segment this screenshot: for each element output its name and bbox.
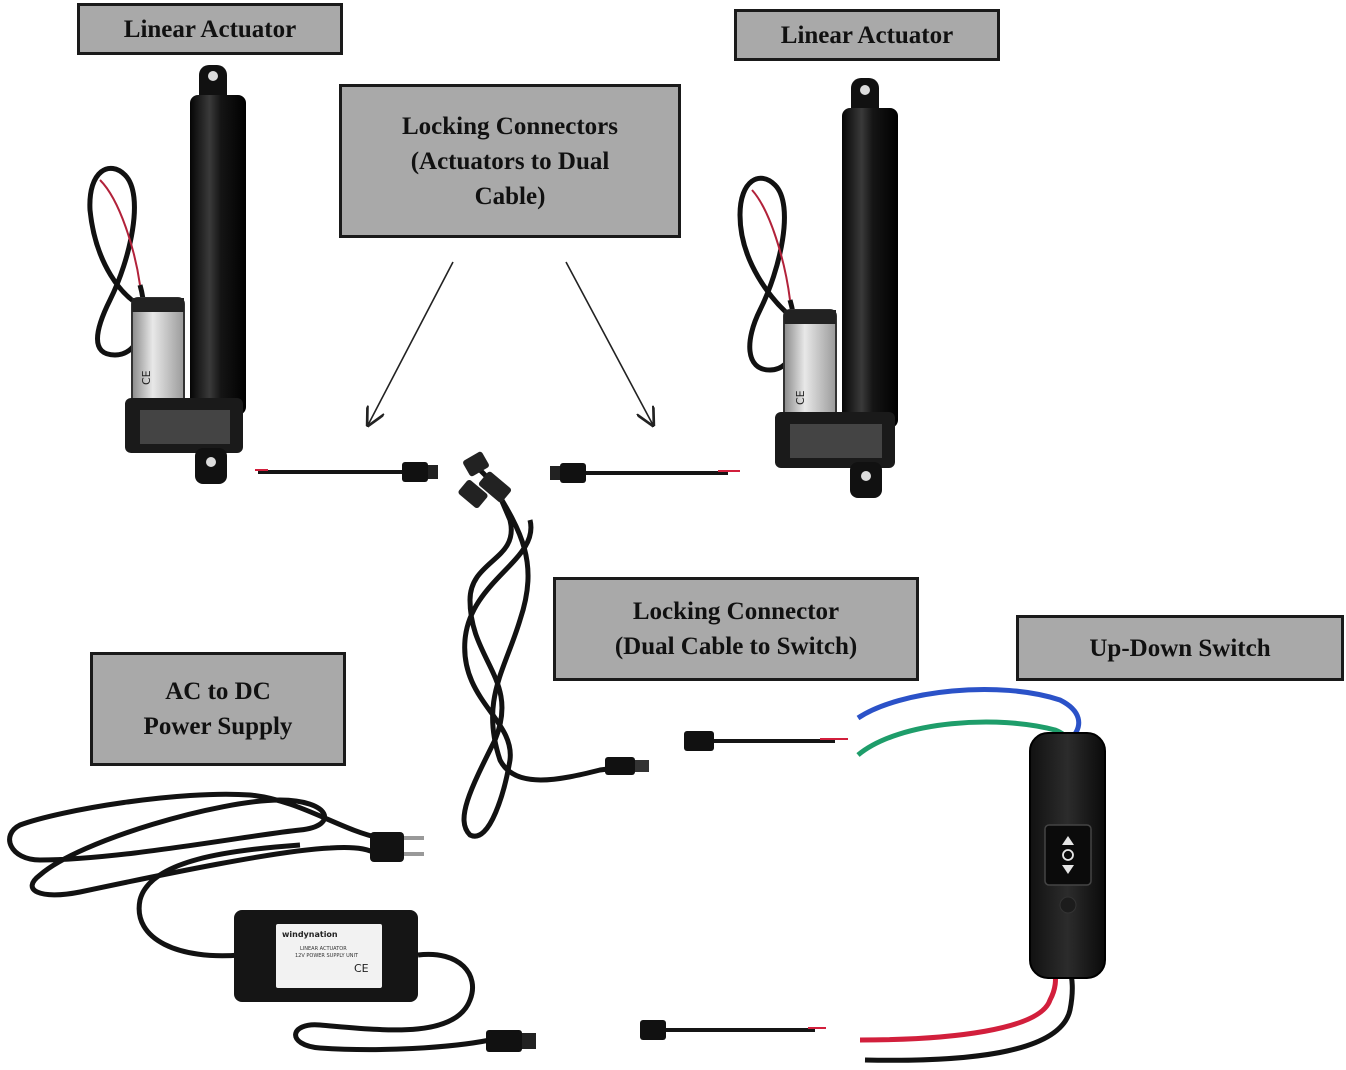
label-locking-connectors-line1: Locking Connectors (402, 112, 618, 140)
label-locking-connector-switch: Locking Connector (Dual Cable to Switch) (553, 577, 919, 681)
arrow-to-right-connector (565, 261, 653, 425)
actuator-right-coiled-cable (737, 175, 798, 373)
power-supply-sticker-line1: LINEAR ACTUATOR (300, 946, 347, 952)
label-locking-connectors-line3: Cable) (474, 182, 546, 210)
arrow-to-left-connector (368, 261, 454, 425)
power-supply-ac-cord (7, 791, 382, 898)
label-up-down-switch: Up-Down Switch (1016, 615, 1344, 681)
label-locking-connector-switch-line2: (Dual Cable to Switch) (614, 633, 858, 660)
power-supply-sticker-line2: 12V POWER SUPPLY UNIT (295, 953, 359, 959)
power-supply-device: windynation LINEAR ACTUATOR 12V POWER SU… (7, 791, 536, 1053)
label-power-supply: AC to DC Power Supply (90, 652, 346, 766)
dual-cable-switch-plug (605, 757, 635, 775)
label-linear-actuator-left: Linear Actuator (77, 3, 343, 55)
power-supply-ac-plug (370, 832, 404, 862)
label-linear-actuator-left-text: Linear Actuator (123, 15, 297, 43)
switch-off-circle-icon (1062, 849, 1074, 861)
switch-down-arrow-icon (1062, 865, 1074, 874)
linear-actuator-left: CE (87, 65, 246, 484)
label-locking-connector-switch-line1: Locking Connector (632, 598, 840, 625)
label-linear-actuator-right: Linear Actuator (734, 9, 1000, 61)
actuator-left-motor (131, 297, 185, 409)
actuator-right-motor (783, 309, 837, 426)
actuator-right-ce-mark: CE (794, 390, 807, 405)
actuator-right-pigtail-connector (550, 463, 740, 483)
dual-cable (458, 451, 649, 839)
label-locking-connectors-line2: (Actuators to Dual (410, 147, 610, 175)
label-power-supply-line1: AC to DC (165, 678, 271, 705)
label-up-down-switch-text: Up-Down Switch (1089, 634, 1271, 662)
linear-actuator-right: CE (737, 78, 898, 498)
power-supply-ce-mark: CE (354, 962, 369, 975)
actuator-left-outer-tube (190, 95, 246, 415)
switch-input-pigtail-connector (684, 731, 848, 751)
up-down-switch-device (856, 687, 1106, 1063)
switch-up-arrow-icon (1062, 836, 1074, 845)
switch-power-pigtail-connector (640, 1020, 826, 1040)
label-linear-actuator-right-text: Linear Actuator (780, 21, 954, 49)
power-supply-sticker (276, 924, 382, 988)
actuator-right-outer-tube (842, 108, 898, 428)
power-supply-brand: windynation (282, 930, 338, 939)
label-power-supply-line2: Power Supply (143, 713, 293, 740)
label-locking-connectors: Locking Connectors (Actuators to Dual Ca… (339, 84, 681, 238)
actuator-left-coiled-cable (87, 165, 151, 358)
power-supply-dc-plug (486, 1030, 522, 1052)
switch-rocker-panel (1044, 824, 1092, 886)
actuator-left-ce-mark: CE (140, 370, 153, 385)
actuator-left-pigtail-connector (255, 462, 438, 482)
